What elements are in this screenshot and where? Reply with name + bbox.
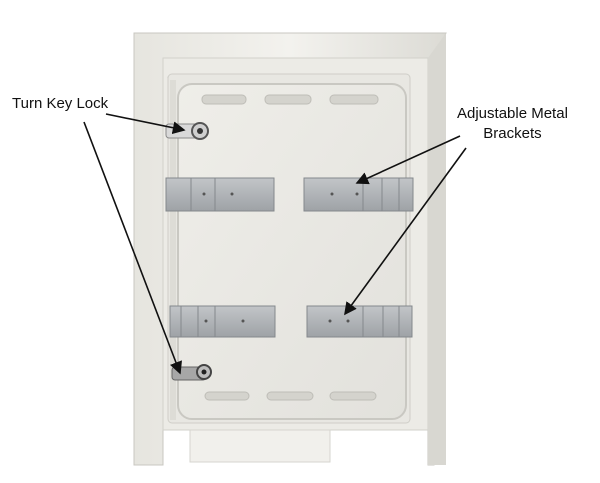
callout-arrows — [83, 113, 467, 375]
vent-slots-top — [201, 94, 379, 105]
adjustable-brackets-label: Adjustable Metal Brackets — [457, 104, 568, 144]
brackets-label-line1: Adjustable Metal — [457, 105, 568, 122]
metal-bracket-top-left — [165, 177, 275, 212]
vent-slots-bottom — [204, 391, 377, 401]
turn-key-lock-icon — [165, 122, 209, 140]
metal-bracket-bottom-left — [169, 305, 276, 338]
metal-bracket-top-right — [303, 177, 414, 212]
turn-key-lock-label: Turn Key Lock — [12, 95, 109, 112]
metal-bracket-bottom-right — [306, 305, 413, 338]
brackets-label-line2: Brackets — [483, 125, 542, 142]
